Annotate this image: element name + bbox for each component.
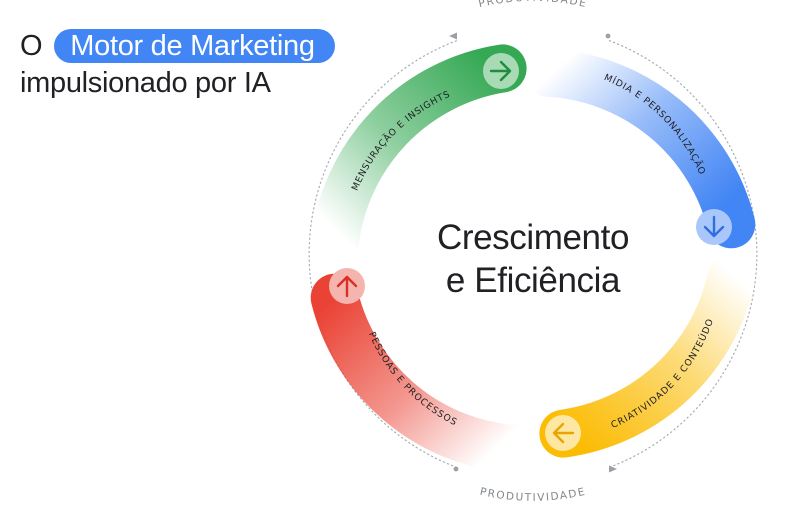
outer-ring-dot-top bbox=[605, 33, 611, 39]
cycle-arcs bbox=[310, 44, 756, 474]
arc-criatividade-conteudo bbox=[539, 253, 756, 458]
diagram-title: O Motor de Marketing impulsionado por IA bbox=[20, 28, 380, 101]
arrow-left-icon bbox=[545, 415, 581, 451]
title-highlight-pill: Motor de Marketing bbox=[54, 29, 335, 63]
center-title-line-1: Crescimento bbox=[437, 218, 629, 257]
arrow-up-icon bbox=[329, 268, 365, 304]
arc-mensuracao-insights bbox=[310, 44, 527, 269]
arrow-down-icon bbox=[696, 209, 732, 245]
outer-ring-left bbox=[308, 40, 458, 468]
productivity-label-bottom: PRODUTIVIDADE bbox=[479, 486, 588, 504]
title-prefix: O bbox=[20, 29, 43, 62]
outer-ring-arrowhead-top bbox=[449, 32, 457, 40]
arc-midia-personalizacao bbox=[524, 48, 756, 249]
title-line-2: impulsionado por IA bbox=[20, 66, 271, 99]
outer-ring-dot-bottom bbox=[453, 466, 459, 472]
productivity-label-top: PRODUTIVIDADE bbox=[477, 0, 588, 10]
title-line-1: O Motor de Marketing bbox=[20, 28, 380, 64]
arrow-right-icon bbox=[483, 53, 519, 89]
center-title-line-2: e Eficiência bbox=[446, 261, 621, 300]
outer-ring-right bbox=[608, 40, 758, 468]
outer-ring-arrowhead-bottom bbox=[609, 465, 617, 473]
arc-pessoas-processos bbox=[310, 273, 542, 474]
